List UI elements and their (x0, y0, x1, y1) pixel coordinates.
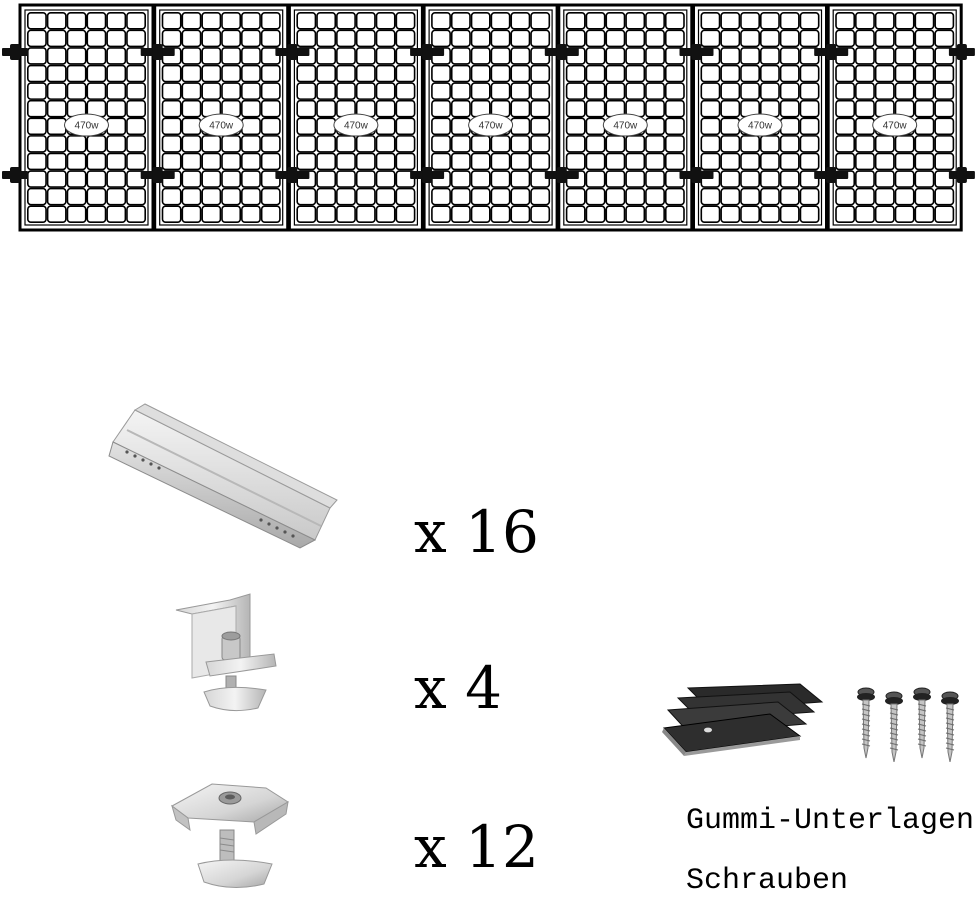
end-clamp-icon (175, 593, 277, 712)
solar-panel: 470w (287, 3, 424, 232)
panel-clamp (2, 167, 28, 183)
rubber-pads-icon (662, 683, 824, 756)
panel-clamp (410, 44, 445, 60)
panel-wattage-label: 470w (613, 121, 638, 132)
panel-clamp (814, 44, 849, 60)
panel-label-badge (64, 113, 109, 137)
solar-panel: 470w (18, 3, 155, 232)
panel-wattage-label: 470w (209, 121, 234, 132)
solar-panel: 470w (422, 3, 559, 232)
screw-icon (885, 691, 903, 762)
panel-label-badge (468, 113, 514, 137)
rubber-pads-label: Gummi-Unterlagen (686, 804, 975, 838)
solar-panel: 470w (826, 3, 963, 232)
panel-clamp (948, 167, 975, 183)
end-clamp-quantity: x 4 (414, 654, 503, 722)
panel-wattage-label: 470w (479, 121, 504, 132)
screw-icon (913, 687, 931, 759)
rail-quantity: x 16 (414, 498, 539, 566)
middle-clamp-quantity: x 12 (414, 813, 539, 881)
panel-clamp (410, 167, 445, 183)
panel-clamp (544, 167, 579, 183)
panel-clamp (140, 167, 175, 183)
panel-clamp (275, 44, 310, 60)
solar-panel: 470w (557, 3, 694, 232)
panel-label-badge (333, 113, 379, 137)
panel-clamp (948, 44, 975, 60)
panel-label-badge (198, 113, 244, 137)
solar-panel-row: 470w 470w 470w 470w 470w 470w 470w (2, 3, 975, 232)
panel-clamp (2, 44, 28, 60)
panel-label-badge (872, 113, 918, 137)
panel-label-badge (602, 113, 648, 137)
panel-clamp (679, 44, 714, 60)
panel-wattage-label: 470w (75, 121, 100, 132)
panel-clamp (544, 44, 579, 60)
panel-label-badge (737, 113, 783, 137)
panel-wattage-label: 470w (344, 121, 369, 132)
middle-clamp-icon (171, 783, 289, 888)
solar-panel: 470w (153, 3, 290, 232)
panel-wattage-label: 470w (883, 121, 908, 132)
mounting-rail-icon (108, 403, 338, 549)
panel-clamp (275, 167, 310, 183)
screw-icon (857, 687, 875, 759)
solar-panel: 470w (692, 3, 828, 232)
panel-clamp (140, 44, 175, 60)
panel-clamp (814, 167, 849, 183)
screws-icon (857, 687, 959, 762)
screw-icon (941, 691, 959, 762)
panel-wattage-label: 470w (748, 121, 773, 132)
panel-clamp (679, 167, 714, 183)
screws-label: Schrauben (686, 864, 849, 898)
